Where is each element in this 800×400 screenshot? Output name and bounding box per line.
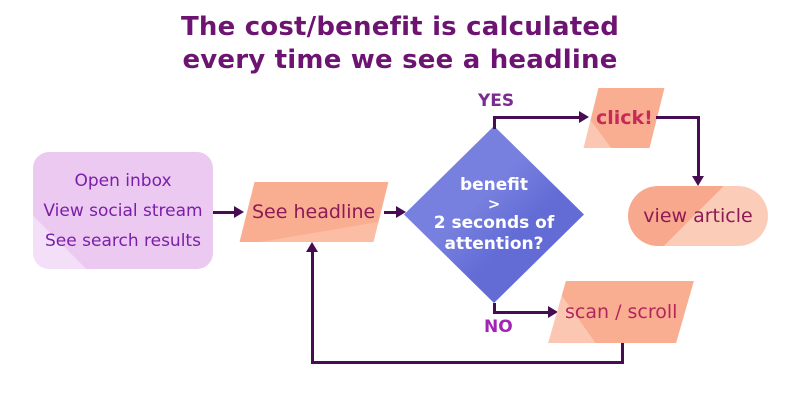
arrowhead-sources-to-headline-icon: [234, 206, 244, 218]
arrowhead-headline-to-decision-icon: [396, 206, 406, 218]
connector-loop-left: [311, 361, 624, 364]
title-line-2: every time we see a headline: [182, 45, 618, 75]
decision-line-2: 2 seconds of: [433, 212, 555, 233]
entry-view-social-stream: View social stream: [43, 200, 203, 221]
yes-edge-label: YES: [478, 91, 515, 111]
node-scan-scroll: scan / scroll: [548, 281, 694, 343]
entry-open-inbox: Open inbox: [74, 170, 172, 191]
connector-click-right: [656, 116, 700, 119]
view-article-label: view article: [643, 205, 753, 227]
connector-click-down: [697, 116, 700, 177]
greater-than-icon: >: [487, 194, 501, 213]
node-click: click!: [583, 88, 665, 148]
node-see-headline: See headline: [239, 182, 389, 242]
node-entry-points: Open inbox View social stream See search…: [33, 152, 213, 269]
page-title: The cost/benefit is calculated every tim…: [0, 11, 800, 77]
see-headline-label: See headline: [252, 201, 376, 223]
click-label: click!: [595, 107, 653, 129]
connector-decision-up: [493, 117, 496, 129]
connector-decision-down: [493, 303, 496, 314]
node-decision: benefit > 2 seconds of attention?: [404, 126, 584, 303]
decision-line-1: benefit: [459, 174, 529, 195]
decision-line-3: attention?: [444, 233, 544, 254]
arrowhead-loop-to-headline-icon: [306, 242, 318, 252]
connector-no-to-scan: [493, 311, 549, 314]
title-line-1: The cost/benefit is calculated: [180, 12, 620, 42]
scan-scroll-label: scan / scroll: [564, 301, 678, 323]
arrowhead-click-to-article-icon: [692, 176, 704, 186]
node-view-article: view article: [628, 186, 768, 246]
entry-see-search-results: See search results: [45, 230, 201, 251]
connector-loop-up: [311, 251, 314, 363]
connector-headline-to-decision: [384, 211, 398, 214]
connector-sources-to-headline: [213, 211, 235, 214]
connector-yes-to-click: [493, 116, 580, 119]
connector-loop-down: [621, 343, 624, 364]
arrowhead-no-to-scan-icon: [548, 306, 558, 318]
no-edge-label: NO: [484, 317, 513, 337]
arrowhead-yes-to-click-icon: [579, 111, 589, 123]
